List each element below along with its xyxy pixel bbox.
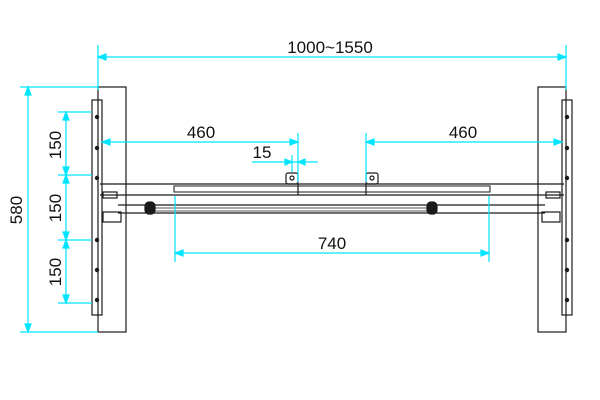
right-leg-column — [537, 86, 567, 333]
side-segment-middle-label: 150 — [46, 194, 65, 222]
bracket-offset-label: 15 — [253, 143, 272, 162]
height-label: 580 — [7, 196, 26, 224]
right-leg-plate — [561, 99, 573, 316]
crossbar-knob-left — [144, 201, 156, 215]
left-leg — [91, 86, 127, 333]
top-beam — [100, 183, 564, 196]
right-leg-hole — [564, 175, 570, 181]
right-beam-label: 460 — [449, 123, 477, 142]
left-leg-hole — [94, 297, 100, 303]
right-leg-hole — [564, 114, 570, 120]
beam-mount-bracket-right — [365, 172, 379, 185]
right-leg-hole — [564, 145, 570, 151]
left-leg-plate — [91, 99, 103, 316]
right-leg — [537, 86, 573, 333]
right-leg-hole — [564, 267, 570, 273]
dimension-lines — [20, 45, 568, 334]
overall-width-label: 1000~1550 — [287, 38, 373, 57]
right-leg-hole — [564, 297, 570, 303]
left-leg-hole — [94, 267, 100, 273]
left-leg-bracket — [102, 211, 122, 223]
telescopic-insert — [173, 185, 491, 193]
crossbar-label: 740 — [318, 234, 346, 253]
right-leg-bracket — [541, 211, 561, 223]
frame-outline — [91, 86, 573, 333]
right-leg-hole — [564, 237, 570, 243]
left-beam-label: 460 — [187, 123, 215, 142]
side-segment-top-label: 150 — [46, 131, 65, 159]
lower-crossbar — [118, 201, 545, 215]
side-segment-bottom-label: 150 — [46, 258, 65, 286]
crossbar-knob-right — [426, 201, 438, 215]
beam-mount-bracket-left — [285, 172, 299, 185]
left-leg-column — [97, 86, 127, 333]
left-leg-hole — [94, 145, 100, 151]
left-leg-hole — [94, 114, 100, 120]
left-leg-hole — [94, 175, 100, 181]
left-leg-hole — [94, 237, 100, 243]
